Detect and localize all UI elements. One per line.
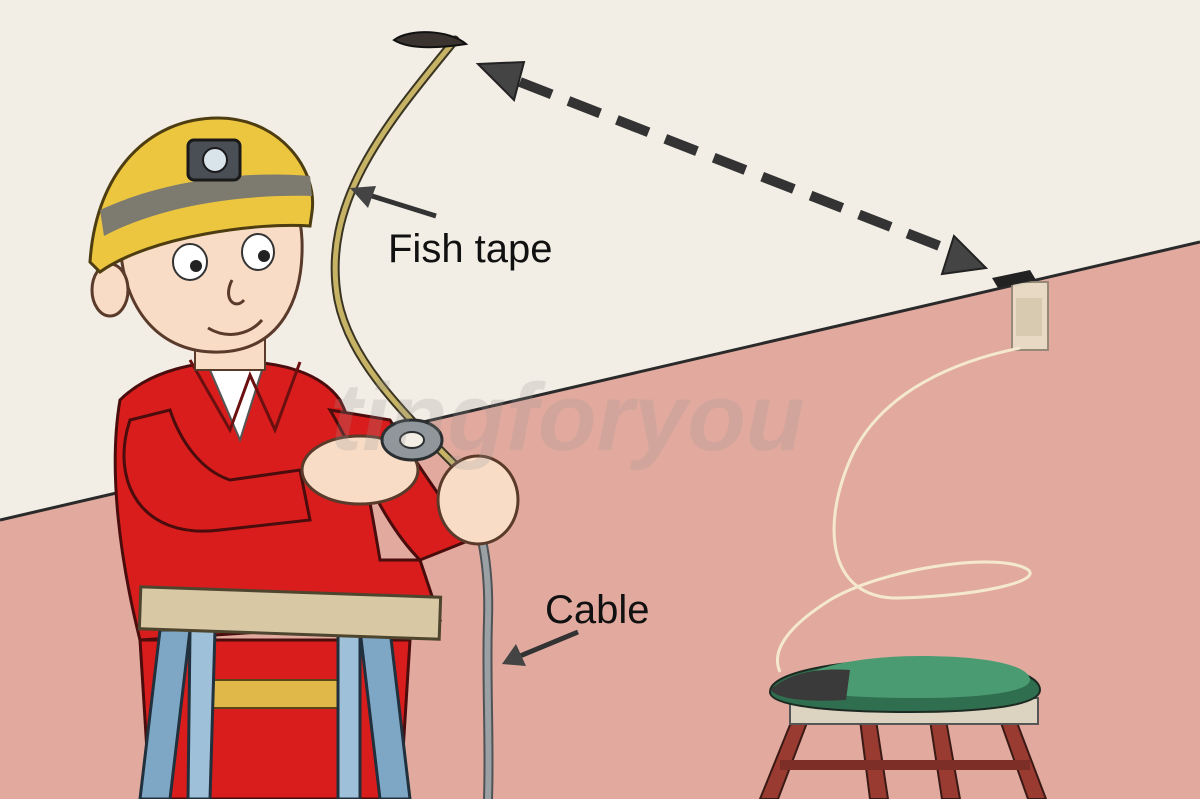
cable-pointer-arrow	[502, 629, 579, 666]
fish-tape-label: Fish tape	[388, 227, 553, 271]
fish-tape	[330, 31, 469, 475]
ladder	[137, 585, 443, 799]
right-hand	[436, 454, 520, 546]
cable-label: Cable	[545, 588, 650, 632]
cable-reel	[768, 656, 1042, 714]
fish-tape-pointer-arrow	[350, 186, 437, 219]
watermark: tingforyou	[330, 364, 805, 471]
dashed-double-arrow	[475, 60, 989, 276]
wall-outlet-hole	[992, 270, 1049, 351]
wire-loop	[775, 346, 1032, 673]
